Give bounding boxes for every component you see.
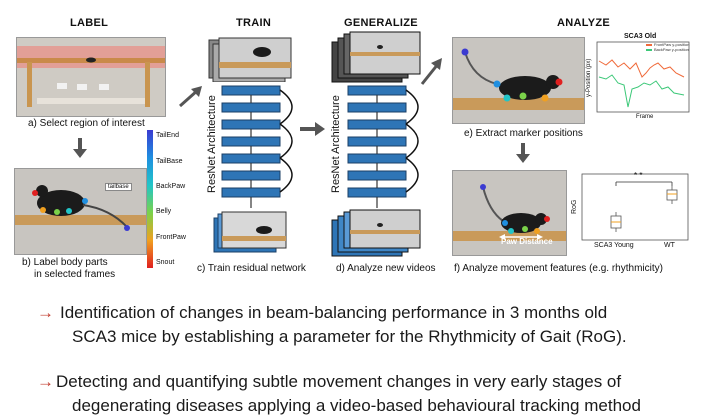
rog-chart: * * SCA3 Young WT RoG [566, 170, 692, 254]
legend-tailend: TailEnd [156, 132, 179, 139]
labeled-mouse-scene [15, 169, 146, 254]
bullet-1-line-2: SCA3 mice by establishing a parameter fo… [72, 327, 627, 346]
position-chart-ylabel: y-Position (px) [586, 58, 592, 97]
labeled-mouse-photo: tailbase [14, 168, 147, 255]
arrow-diagonal-icon [179, 86, 202, 108]
rog-category-wt: WT [664, 242, 675, 249]
legend-backpaw: BackPaw [156, 183, 186, 190]
rog-chart-svg [581, 173, 689, 241]
rog-significance: * * [634, 171, 643, 180]
paw-distance-scene [453, 171, 566, 255]
bullet-1-line-1: Identification of changes in beam-balanc… [60, 303, 608, 322]
color-scale-bar [147, 130, 153, 268]
analyze-header: ANALYZE [557, 17, 611, 29]
legend-frontpaw: FrontPaw [156, 234, 186, 241]
bullet-2-line-1: Detecting and quantifying subtle movemen… [56, 372, 622, 391]
bullet-arrow-1: → [37, 303, 54, 322]
caption-d: d) Analyze new videos [336, 263, 436, 274]
position-line-frontpaw [598, 59, 685, 78]
caption-c: c) Train residual network [197, 263, 306, 274]
position-line-backpaw [598, 74, 685, 108]
position-chart-legend-1: FrontPaw y-position [654, 42, 690, 47]
rog-ylabel: RoG [571, 199, 578, 214]
position-chart-title: SCA3 Old [624, 33, 657, 40]
position-chart-svg [596, 41, 690, 113]
roi-scene [17, 38, 165, 116]
rog-box-wt [666, 189, 678, 201]
position-chart-legend-2: BackPaw y-position [654, 47, 689, 52]
caption-a: a) Select region of interest [28, 118, 145, 129]
caption-f: f) Analyze movement features (e.g. rhyth… [454, 263, 663, 274]
roi-photo [16, 37, 166, 117]
generalize-header: GENERALIZE [344, 17, 418, 29]
video-stack-input [331, 31, 421, 83]
bullet-arrow-2: → [37, 372, 54, 391]
bullet-2-line-2: degenerating diseases applying a video-b… [72, 396, 641, 415]
paw-distance-photo: Paw Distance [452, 170, 567, 256]
legend-tailbase: TailBase [156, 158, 183, 165]
paw-distance-label: Paw Distance [501, 237, 553, 246]
position-chart: SCA3 Old FrontPaw y-position BackPaw y-p… [584, 33, 692, 125]
training-frames-stack [208, 37, 292, 82]
caption-e: e) Extract marker positions [464, 128, 583, 139]
legend-belly: Belly [156, 208, 172, 215]
label-header: LABEL [70, 17, 109, 29]
video-stack-output [331, 209, 421, 257]
position-chart-xlabel: Frame [636, 114, 654, 120]
caption-b-line1: b) Label body parts [22, 257, 108, 268]
rog-category-young: SCA3 Young [594, 242, 634, 249]
resnet-diagram-generalize [347, 85, 419, 208]
train-header: TRAIN [236, 17, 272, 29]
arrow-down-icon [73, 138, 87, 158]
arrow-right-icon [300, 122, 325, 136]
tracked-mouse-photo [452, 37, 585, 124]
arrow-down-icon-2 [516, 143, 530, 163]
arrow-up-right-icon [420, 58, 442, 85]
output-frames-stack [213, 211, 287, 253]
tracked-mouse-scene [453, 38, 584, 123]
caption-b-line2: in selected frames [34, 269, 116, 280]
resnet-diagram-train [221, 85, 293, 208]
legend-snout: Snout [156, 259, 175, 266]
tailbase-tag: tailbase [105, 183, 132, 191]
